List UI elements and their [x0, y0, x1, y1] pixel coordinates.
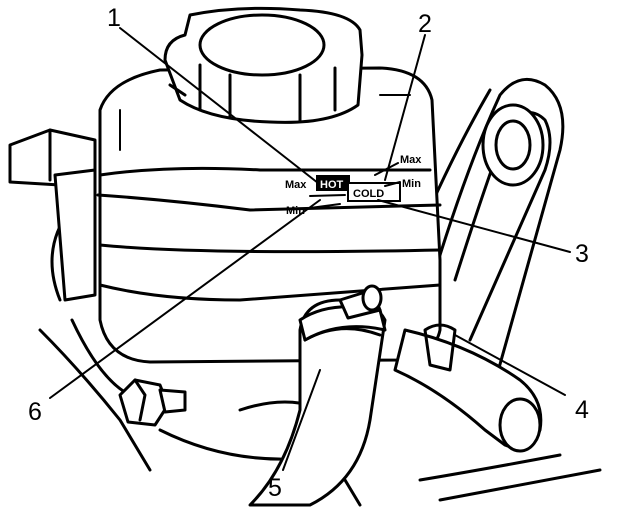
hot-max-mark: Max — [285, 179, 307, 191]
hot-label: HOT — [320, 179, 344, 191]
cold-label: COLD — [353, 188, 384, 200]
reservoir-cap — [163, 6, 364, 124]
leader-3 — [377, 199, 571, 253]
mounting-bolt — [118, 378, 187, 427]
leader-lines — [49, 27, 571, 471]
callout-4: 4 — [575, 396, 589, 424]
cold-max-mark: Max — [400, 154, 422, 166]
cold-min-mark: Min — [402, 178, 421, 190]
hose-clamp — [298, 284, 387, 342]
leader-1 — [119, 27, 319, 184]
cold-scale: COLD Max Min — [347, 154, 422, 202]
mounting-bracket — [8, 128, 97, 302]
callout-3: 3 — [575, 240, 589, 268]
fluid-reservoir — [96, 66, 442, 364]
leader-6 — [49, 199, 321, 399]
callout-5: 5 — [268, 474, 282, 502]
callout-6: 6 — [28, 398, 42, 426]
hot-label-box — [316, 175, 350, 191]
return-hose — [393, 323, 543, 453]
pulley-eye — [481, 103, 545, 187]
leader-2 — [384, 34, 426, 181]
hot-min-mark: Min — [286, 205, 305, 217]
leader-5 — [282, 369, 321, 471]
callout-1: 1 — [107, 4, 121, 32]
callout-2: 2 — [418, 10, 432, 38]
callout-numbers: 1 2 3 4 5 6 — [28, 4, 589, 502]
cold-label-box — [347, 182, 401, 202]
leader-4 — [454, 334, 566, 396]
hot-scale: Max Min HOT — [285, 175, 350, 217]
